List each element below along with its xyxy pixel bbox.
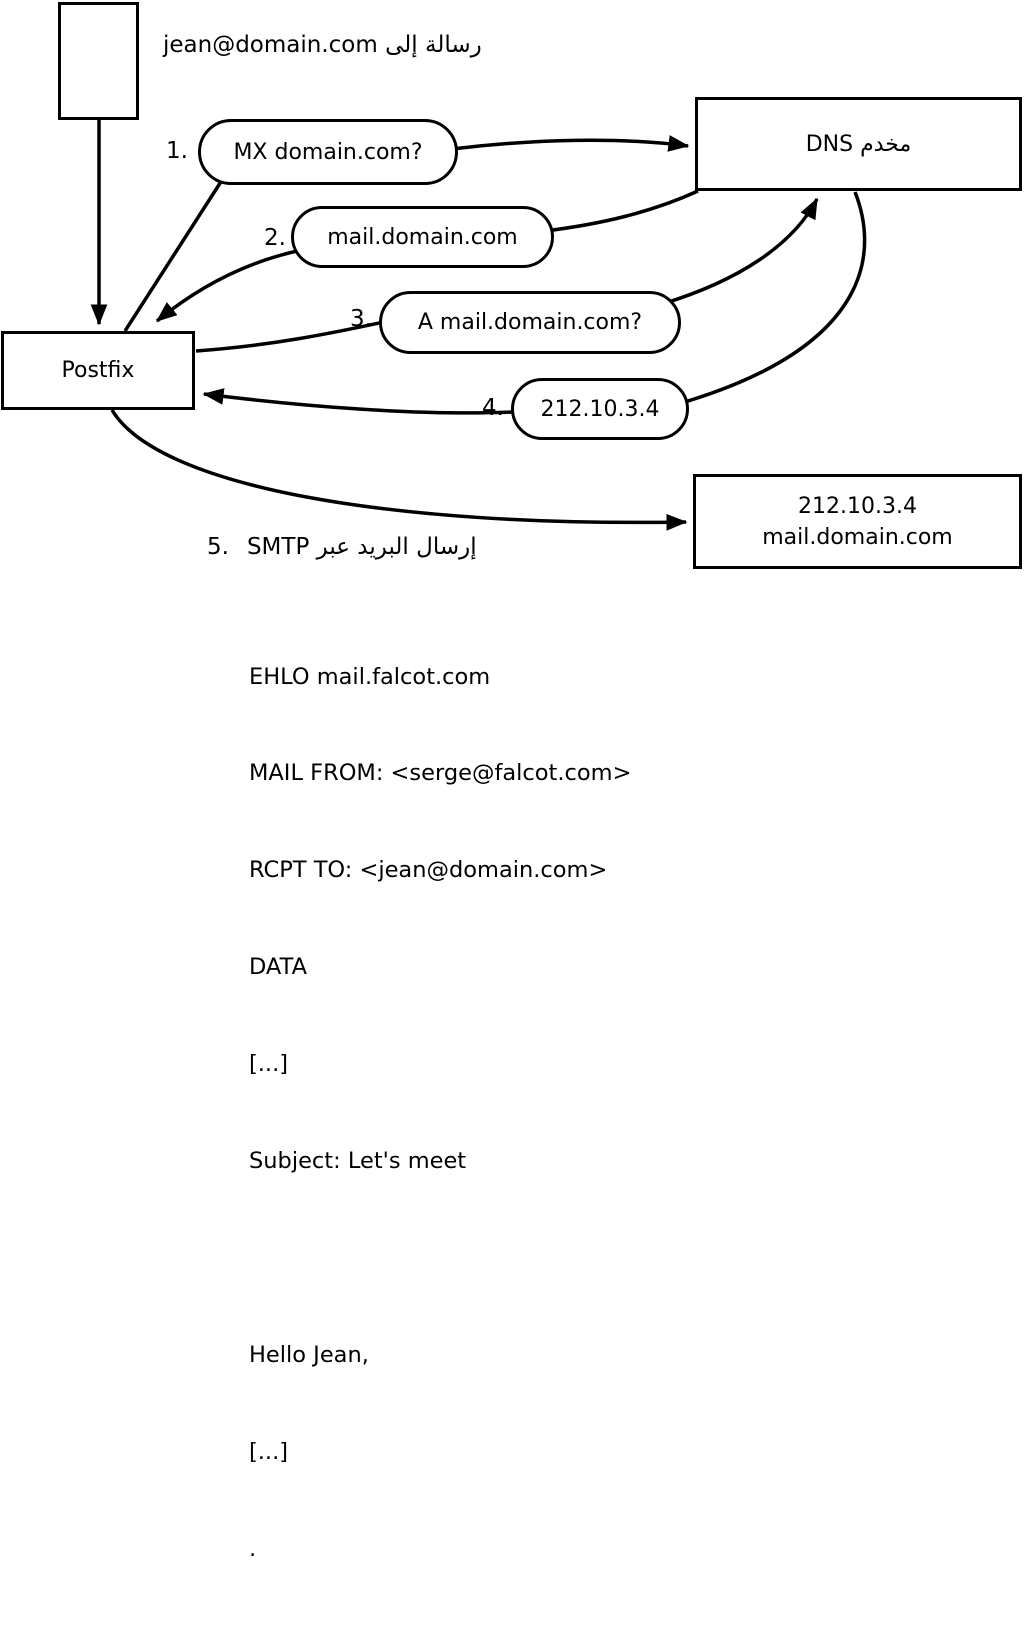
smtp-line: . xyxy=(249,1535,257,1562)
line-postfix-to-mx-query xyxy=(123,162,235,332)
mail-server-hostname: mail.domain.com xyxy=(762,524,953,550)
smtp-line: EHLO mail.falcot.com xyxy=(249,663,491,690)
postfix-label: Postfix xyxy=(61,358,135,383)
step-1-number: 1. xyxy=(166,138,188,164)
pill-mx-query: MX domain.com? xyxy=(198,119,458,185)
pill-a-answer: 212.10.3.4 xyxy=(511,378,689,440)
arrows-layer xyxy=(90,120,867,531)
smtp-line: [...] xyxy=(249,1438,289,1465)
arrow-a-answer-to-postfix xyxy=(202,388,514,415)
smtp-line: Subject: Let's meet xyxy=(249,1148,467,1175)
step-5-caption: 5. إرسال البريد عبر SMTP xyxy=(207,534,477,560)
pill-mx-answer: mail.domain.com xyxy=(291,206,554,268)
line-dns-to-mx-answer xyxy=(544,189,699,233)
smtp-session-transcript: EHLO mail.falcot.com MAIL FROM: <serge@f… xyxy=(249,596,631,1630)
pill-a-answer-label: 212.10.3.4 xyxy=(540,396,660,422)
dns-server-box: مخدم DNS xyxy=(695,97,1022,191)
step-4-number: 4. xyxy=(482,395,504,421)
smtp-line: Hello Jean, xyxy=(249,1341,369,1368)
smtp-line xyxy=(249,1242,631,1274)
line-dns-to-a-answer xyxy=(677,191,867,406)
pill-a-query: A mail.domain.com? xyxy=(379,291,681,354)
smtp-line: [...] xyxy=(249,1051,289,1078)
pill-mx-query-label: MX domain.com? xyxy=(233,139,423,165)
smtp-line: DATA xyxy=(249,954,307,981)
postfix-box: Postfix xyxy=(1,331,195,410)
mail-server-box: 212.10.3.4 mail.domain.com xyxy=(693,474,1022,569)
pill-mx-answer-label: mail.domain.com xyxy=(327,224,518,250)
arrow-mx-answer-to-postfix xyxy=(155,248,303,323)
arrow-postfix-to-mailserver-smtp xyxy=(110,409,688,531)
dns-server-label: مخدم DNS xyxy=(805,131,912,157)
incoming-message-label: رسالة إلى jean@domain.com xyxy=(163,32,482,58)
incoming-message-box xyxy=(58,2,139,120)
pill-a-query-label: A mail.domain.com? xyxy=(417,310,643,335)
arrow-a-query-to-dns xyxy=(661,197,819,306)
line-postfix-to-a-query xyxy=(195,316,403,353)
arrow-mx-query-to-dns xyxy=(451,135,690,152)
step-5-number: 5. xyxy=(207,534,229,560)
mail-server-ip: 212.10.3.4 xyxy=(798,493,917,519)
step-5-label: إرسال البريد عبر SMTP xyxy=(246,534,477,560)
step-3-number: 3. xyxy=(350,306,372,332)
mail-flow-diagram: رسالة إلى jean@domain.com Postfix مخدم D… xyxy=(0,0,1024,1562)
smtp-line: RCPT TO: <jean@domain.com> xyxy=(249,857,608,884)
step-2-number: 2. xyxy=(264,225,286,251)
smtp-line: MAIL FROM: <serge@falcot.com> xyxy=(249,760,632,787)
